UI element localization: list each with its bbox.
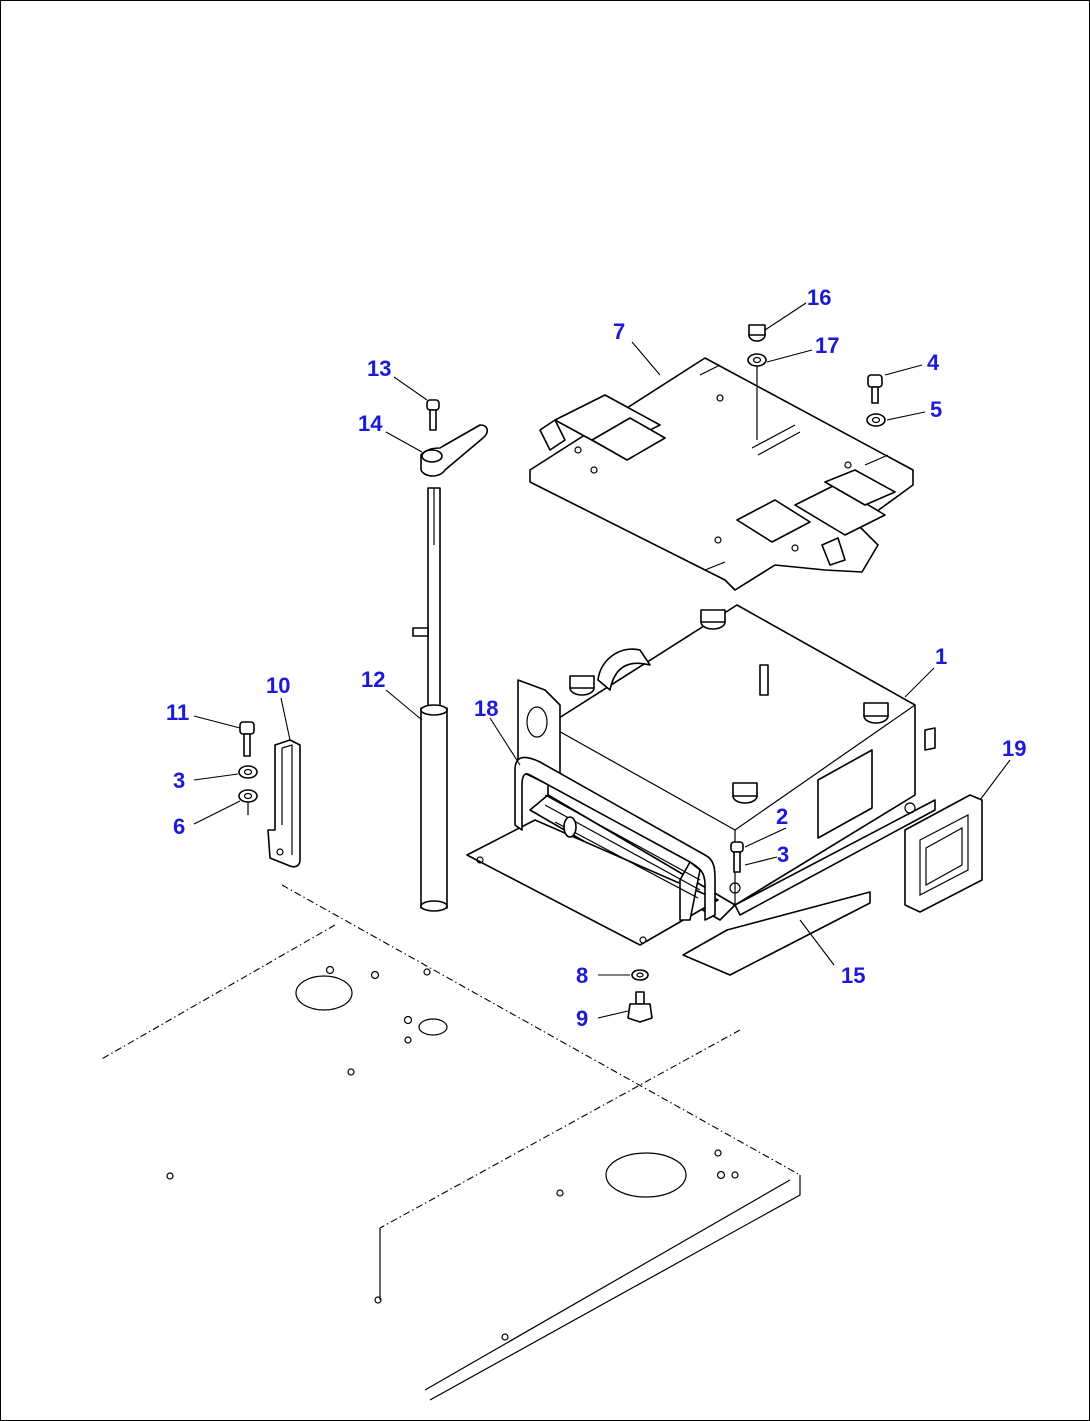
gas-strut-12 — [412, 487, 448, 912]
washer-8 — [631, 969, 649, 981]
bolt-13 — [426, 399, 440, 431]
callout-13: 13 — [367, 356, 391, 381]
plate-15 — [682, 891, 871, 976]
leader-lines — [193, 302, 1011, 1019]
bolt-11 — [239, 721, 255, 757]
callout-17: 17 — [815, 333, 839, 358]
bolt-4 — [867, 374, 883, 404]
callout-2: 2 — [776, 804, 788, 829]
callout-numbers: 1 2 3 3 4 5 6 7 8 9 10 11 12 13 14 15 16… — [166, 285, 1026, 1031]
callout-16: 16 — [807, 285, 831, 310]
top-plate — [529, 357, 914, 591]
callout-18: 18 — [474, 696, 498, 721]
nut-16 — [748, 324, 766, 342]
callout-12: 12 — [361, 667, 385, 692]
lever-14 — [420, 424, 489, 477]
callout-1: 1 — [935, 644, 947, 669]
washer-6 — [238, 789, 258, 803]
callout-6: 6 — [173, 814, 185, 839]
callout-8: 8 — [576, 963, 588, 988]
washer-5 — [866, 413, 886, 427]
washer-17 — [747, 353, 767, 367]
callout-3-left: 3 — [173, 768, 185, 793]
nut-9 — [627, 991, 653, 1023]
bracket-10 — [267, 739, 301, 868]
callout-7: 7 — [613, 319, 625, 344]
callout-14: 14 — [358, 411, 383, 436]
callout-4: 4 — [927, 350, 940, 375]
callout-9: 9 — [576, 1006, 588, 1031]
callout-5: 5 — [930, 397, 942, 422]
washer-3-left — [238, 765, 258, 779]
bolt-2 — [730, 841, 744, 873]
callout-19: 19 — [1002, 736, 1026, 761]
callout-10: 10 — [266, 673, 290, 698]
callout-11: 11 — [166, 700, 189, 725]
callout-15: 15 — [841, 963, 865, 988]
callout-3-right: 3 — [777, 842, 789, 867]
floor-plate — [99, 884, 801, 1401]
handle-frame — [466, 756, 719, 946]
gasket-19 — [904, 794, 983, 913]
